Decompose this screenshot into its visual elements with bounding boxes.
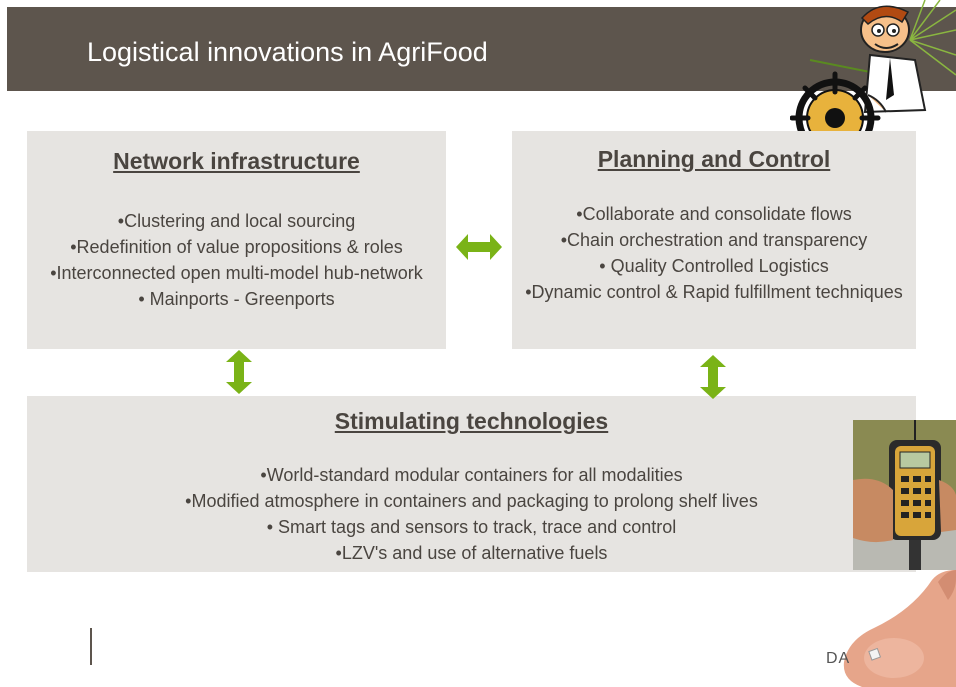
- list-item: •Chain orchestration and transparency: [560, 230, 868, 250]
- double-arrow-vertical-icon: [226, 350, 252, 394]
- list-item: •Modified atmosphere in containers and p…: [185, 491, 758, 511]
- planning-control-list: •Collaborate and consolidate flows •Chai…: [522, 201, 906, 305]
- slide-title: Logistical innovations in AgriFood: [87, 37, 488, 67]
- stimulating-technologies-list: •World-standard modular containers for a…: [27, 462, 916, 566]
- double-arrow-horizontal-icon: [456, 234, 502, 260]
- planning-control-box: Planning and Control •Collaborate and co…: [512, 131, 916, 349]
- network-infrastructure-list: •Clustering and local sourcing •Redefini…: [21, 208, 452, 312]
- finger-with-chip-image: [843, 570, 956, 687]
- list-item: •Redefinition of value propositions & ro…: [70, 237, 403, 257]
- double-arrow-vertical-icon: [700, 355, 726, 399]
- list-item: •Dynamic control & Rapid fulfillment tec…: [525, 282, 903, 302]
- list-item: • Mainports - Greenports: [138, 289, 335, 309]
- stimulating-technologies-box: Stimulating technologies •World-standard…: [27, 396, 916, 572]
- network-infrastructure-box: Network infrastructure •Clustering and l…: [27, 131, 446, 349]
- network-infrastructure-heading: Network infrastructure: [113, 148, 360, 174]
- list-item: •Collaborate and consolidate flows: [576, 204, 852, 224]
- list-item: •LZV's and use of alternative fuels: [335, 543, 608, 563]
- handheld-sensor-device-image: [853, 420, 956, 570]
- list-item: • Smart tags and sensors to track, trace…: [266, 517, 677, 537]
- footer-divider: [90, 628, 92, 665]
- ship-wheel-cartoon-icon: [790, 0, 956, 160]
- stimulating-technologies-heading: Stimulating technologies: [334, 408, 609, 434]
- logo-text: DA: [826, 650, 851, 667]
- title-bar: Logistical innovations in AgriFood: [7, 7, 956, 91]
- planning-control-heading: Planning and Control: [597, 146, 831, 172]
- list-item: •World-standard modular containers for a…: [260, 465, 683, 485]
- list-item: •Clustering and local sourcing: [117, 211, 356, 231]
- list-item: •Interconnected open multi-model hub-net…: [50, 263, 423, 283]
- list-item: • Quality Controlled Logistics: [599, 256, 829, 276]
